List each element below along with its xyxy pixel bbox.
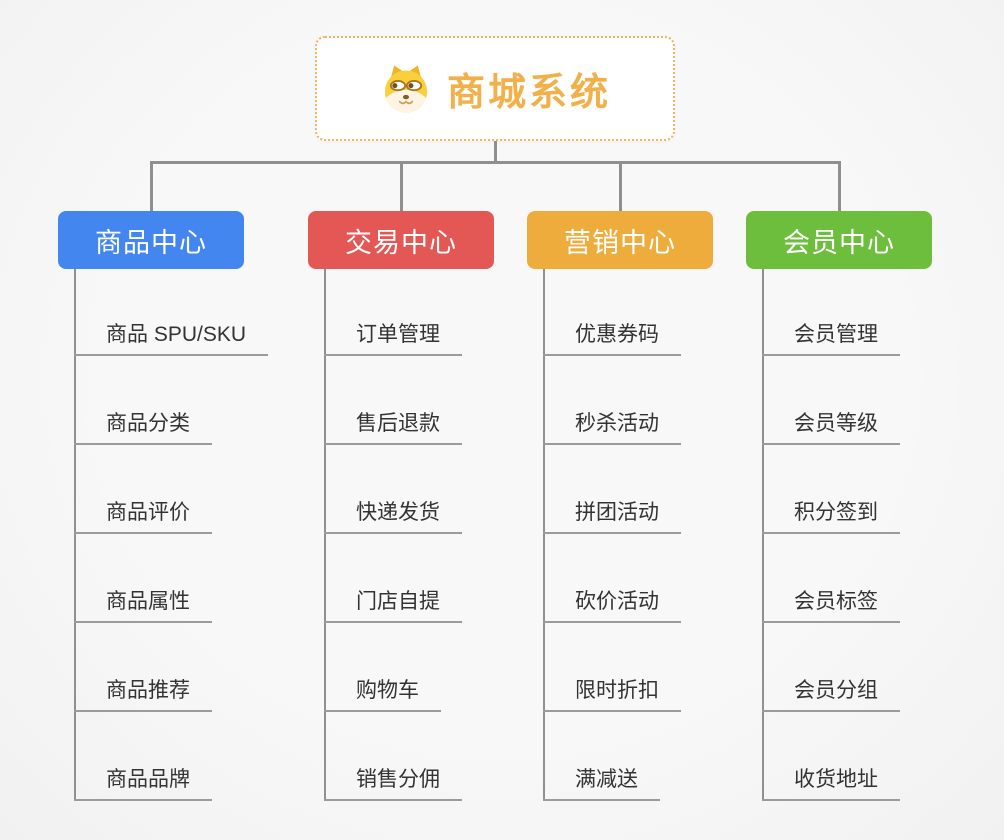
leaf-node[interactable]: 门店自提 xyxy=(324,585,462,623)
connector-root-stem xyxy=(493,141,497,162)
branch-goods: 商品中心 商品 SPU/SKU 商品分类 商品评价 商品属性 商品推荐 商品品牌 xyxy=(58,211,269,840)
leaf-node[interactable]: 拼团活动 xyxy=(543,496,681,534)
branch-member: 会员中心 会员管理 会员等级 积分签到 会员标签 会员分组 收货地址 xyxy=(746,211,932,840)
connector-branch-vline xyxy=(324,268,326,801)
branch-node-goods[interactable]: 商品中心 xyxy=(58,211,244,269)
connector-branch-vline xyxy=(543,268,545,801)
leaf-node[interactable]: 商品分类 xyxy=(74,407,212,445)
leaf-node[interactable]: 优惠券码 xyxy=(543,318,681,356)
leaf-node[interactable]: 销售分佣 xyxy=(324,763,462,801)
leaf-node[interactable]: 会员标签 xyxy=(762,585,900,623)
leaf-node[interactable]: 购物车 xyxy=(324,674,441,712)
connector-drop-goods xyxy=(149,161,153,214)
connector-drop-trade xyxy=(399,161,403,214)
leaf-node[interactable]: 限时折扣 xyxy=(543,674,681,712)
branch-label: 商品中心 xyxy=(95,227,207,258)
root-node[interactable]: 商城系统 xyxy=(315,36,675,141)
leaf-node[interactable]: 会员分组 xyxy=(762,674,900,712)
leaf-node[interactable]: 会员等级 xyxy=(762,407,900,445)
leaf-node[interactable]: 积分签到 xyxy=(762,496,900,534)
connector-branch-vline xyxy=(762,268,764,801)
connector-branch-vline xyxy=(74,268,76,801)
branch-label: 交易中心 xyxy=(345,227,457,258)
connector-drop-marketing xyxy=(618,161,622,214)
leaf-node[interactable]: 砍价活动 xyxy=(543,585,681,623)
branch-label: 会员中心 xyxy=(783,227,895,258)
doge-icon xyxy=(379,62,433,116)
leaf-node[interactable]: 会员管理 xyxy=(762,318,900,356)
branch-node-trade[interactable]: 交易中心 xyxy=(308,211,494,269)
branch-node-member[interactable]: 会员中心 xyxy=(746,211,932,269)
leaf-node[interactable]: 商品品牌 xyxy=(74,763,212,801)
leaf-node[interactable]: 快递发货 xyxy=(324,496,462,534)
branch-marketing: 营销中心 优惠券码 秒杀活动 拼团活动 砍价活动 限时折扣 满减送 xyxy=(527,211,713,840)
leaf-node[interactable]: 商品属性 xyxy=(74,585,212,623)
leaf-node[interactable]: 收货地址 xyxy=(762,763,900,801)
leaf-node[interactable]: 售后退款 xyxy=(324,407,462,445)
leaf-node[interactable]: 商品 SPU/SKU xyxy=(74,318,269,356)
root-title: 商城系统 xyxy=(446,72,611,114)
leaf-node[interactable]: 商品评价 xyxy=(74,496,212,534)
leaf-node[interactable]: 满减送 xyxy=(543,763,660,801)
branch-label: 营销中心 xyxy=(564,227,676,258)
branch-node-marketing[interactable]: 营销中心 xyxy=(527,211,713,269)
leaf-node[interactable]: 商品推荐 xyxy=(74,674,212,712)
leaf-node[interactable]: 秒杀活动 xyxy=(543,407,681,445)
branch-trade: 交易中心 订单管理 售后退款 快递发货 门店自提 购物车 销售分佣 xyxy=(308,211,494,840)
leaf-node[interactable]: 订单管理 xyxy=(324,318,462,356)
connector-rail xyxy=(149,161,841,164)
connector-drop-member xyxy=(837,161,841,214)
